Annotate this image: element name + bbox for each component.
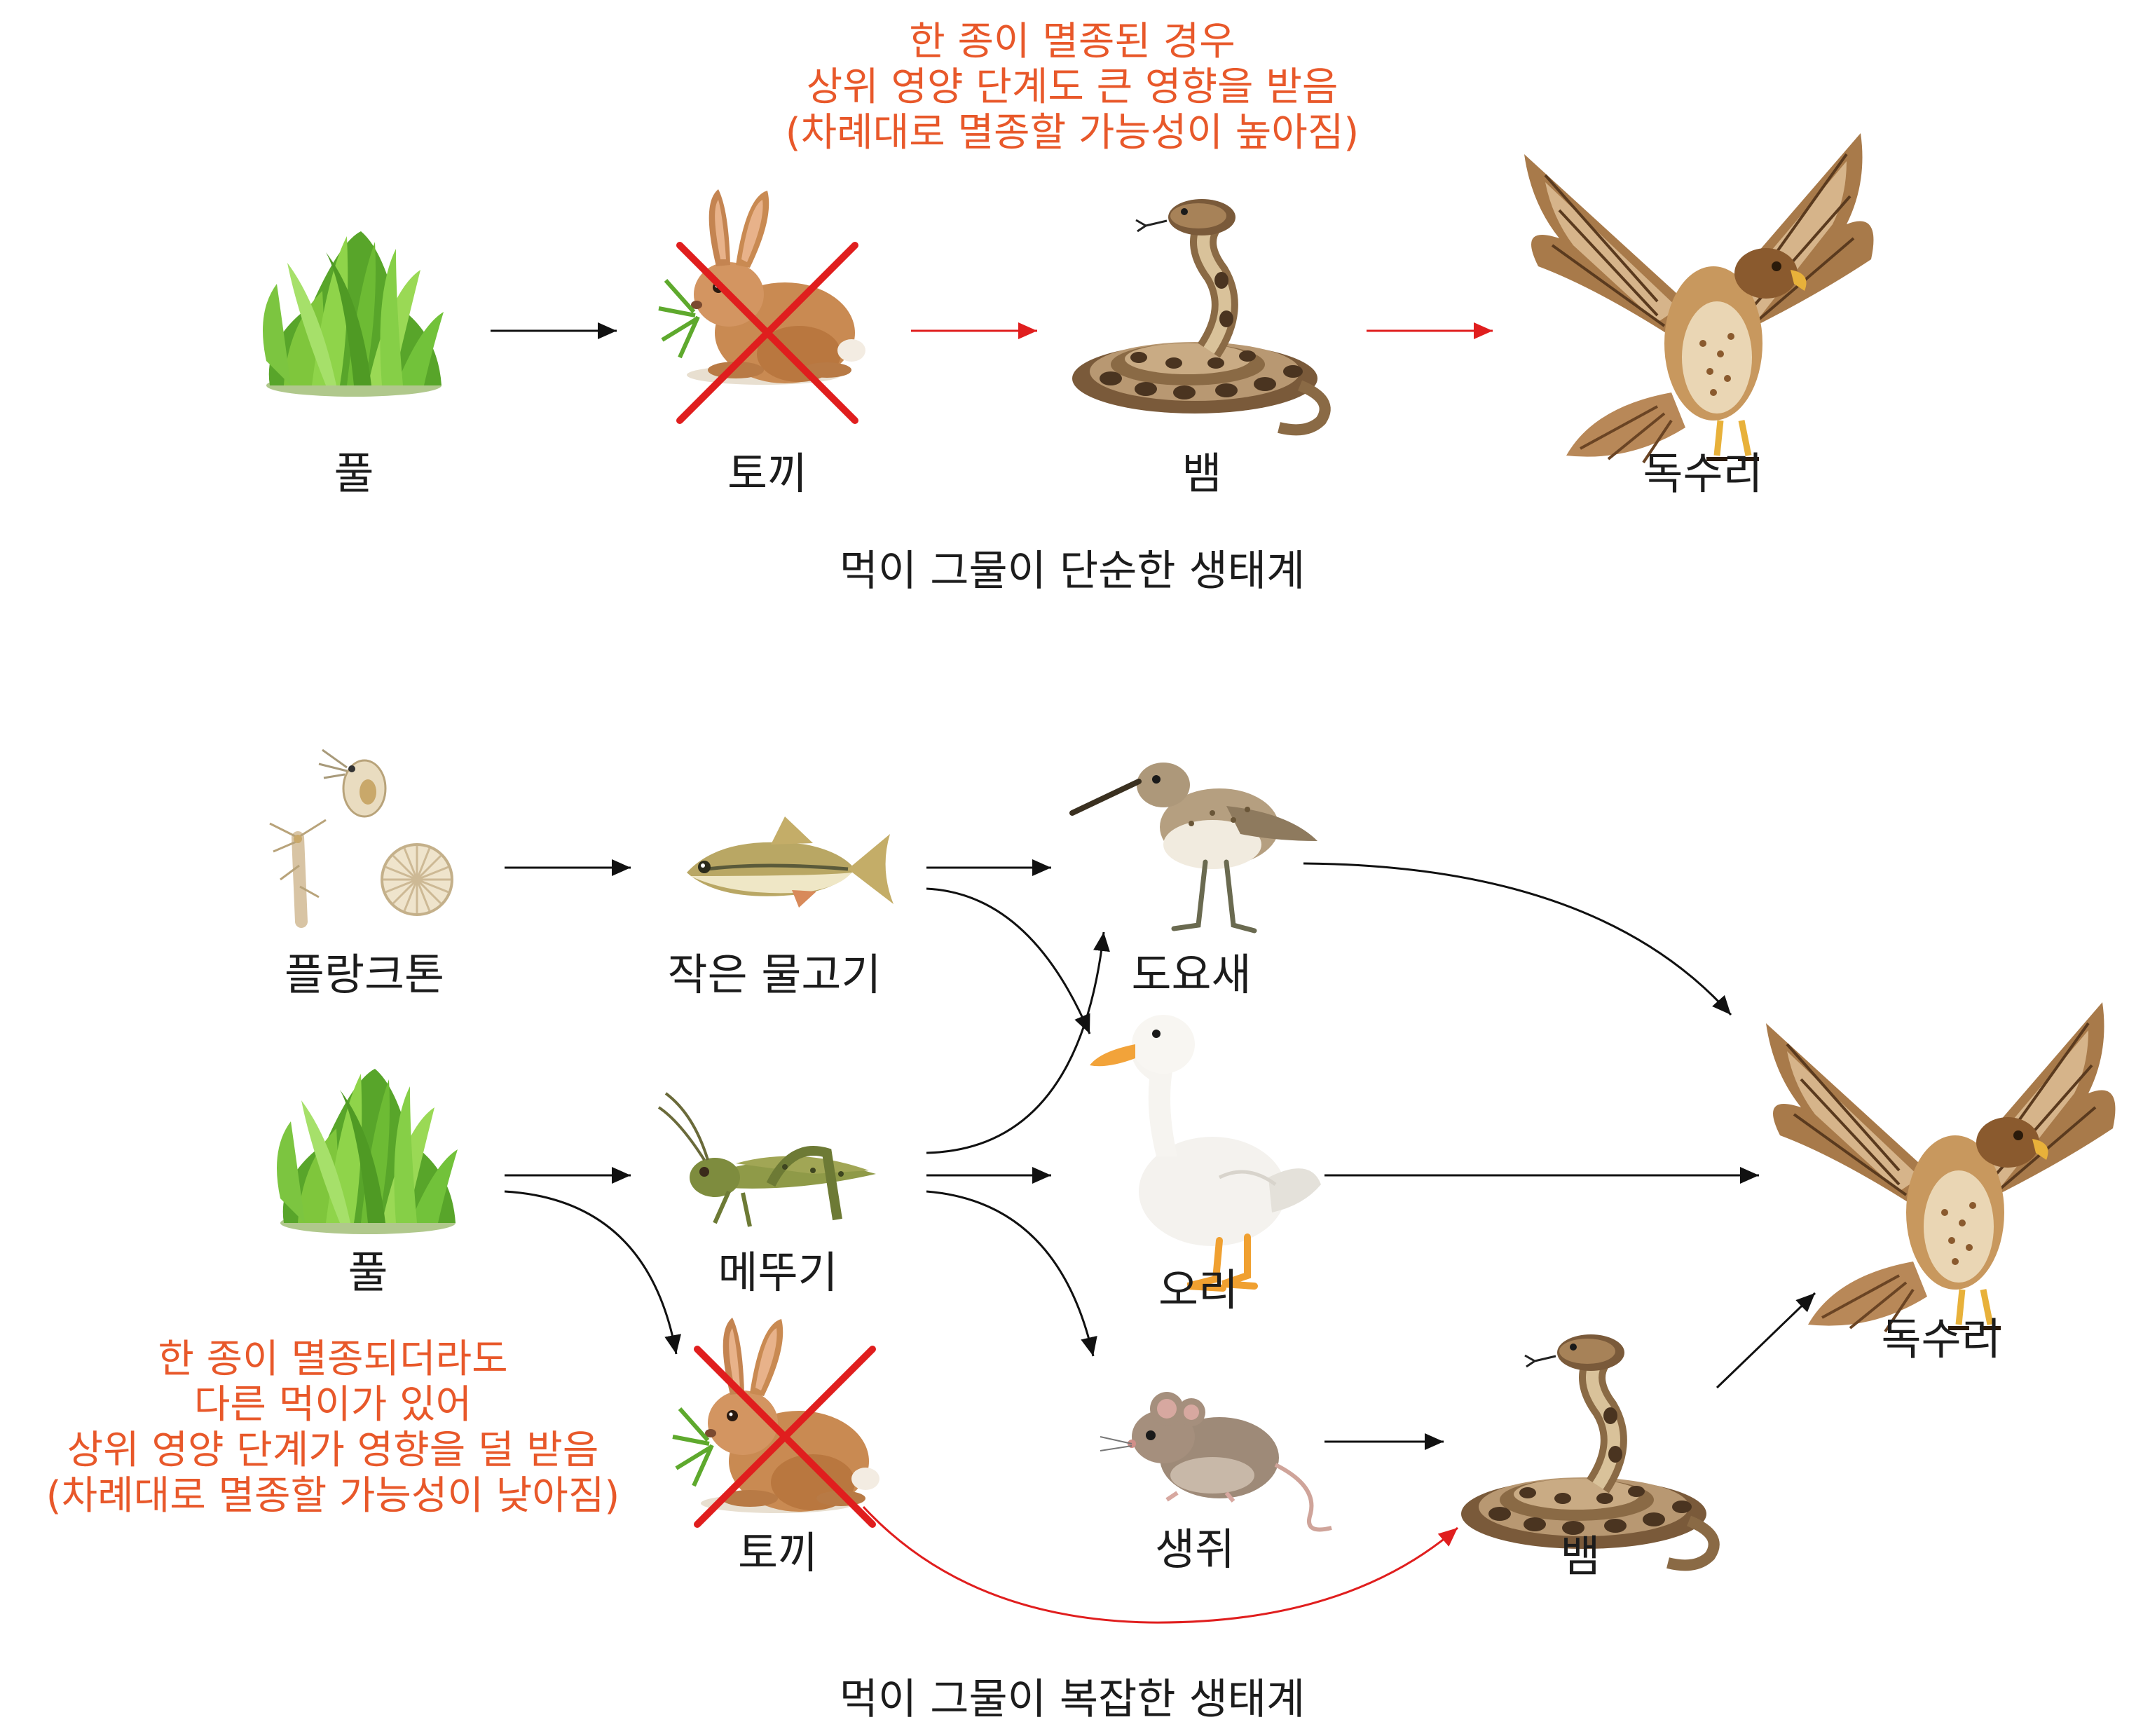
label-small-fish: 작은 물고기 [667, 949, 882, 1000]
arrow-grass-to-rabbit [504, 1190, 681, 1355]
label-rabbit-complex: 토끼 [737, 1527, 819, 1578]
label-grass-complex: 풀 [348, 1247, 388, 1298]
rabbit-icon [659, 189, 865, 385]
label-sandpiper: 도요새 [1131, 949, 1252, 1000]
note-line: 상위 영양 단계도 큰 영향을 받음 [806, 64, 1339, 110]
label-grasshopper: 메뚜기 [718, 1247, 838, 1298]
complex-web-note: 한 종이 멸종되더라도 다른 먹이가 있어 상위 영양 단계가 영향을 덜 받음… [46, 1337, 619, 1519]
arrow-grasshopper-to-mouse [926, 1190, 1097, 1357]
grasshopper-icon [659, 1093, 876, 1226]
arrow-grasshopper-to-sandpiper [926, 931, 1110, 1154]
mouse-icon [1100, 1392, 1332, 1530]
note-line: (차례대로 멸종할 가능성이 낮아짐) [46, 1472, 620, 1519]
label-snake: 뱀 [1182, 448, 1222, 499]
fish-icon [687, 816, 894, 908]
plankton-icon [270, 750, 452, 922]
note-line: 한 종이 멸종되더라도 [158, 1337, 508, 1382]
hawk-icon [1524, 133, 1873, 463]
label-grass: 풀 [334, 448, 374, 499]
grass-icon [263, 231, 444, 397]
label-rabbit: 토끼 [727, 448, 808, 499]
rabbit-icon [673, 1318, 879, 1513]
grass-icon [277, 1069, 458, 1234]
note-line: (차례대로 멸종할 가능성이 높아짐) [785, 109, 1360, 156]
label-plankton: 플랑크톤 [284, 949, 445, 1000]
label-duck: 오리 [1158, 1264, 1239, 1315]
hawk-icon [1766, 1002, 2115, 1332]
label-snake-complex: 뱀 [1560, 1531, 1601, 1582]
label-mouse: 생쥐 [1154, 1524, 1235, 1575]
complex-web-caption: 먹이 그물이 복잡한 생태계 [839, 1675, 1306, 1724]
note-line: 상위 영양 단계가 영향을 덜 받음 [67, 1427, 599, 1473]
note-line: 다른 먹이가 있어 [193, 1381, 472, 1428]
note-line: 한 종이 멸종된 경우 [909, 19, 1235, 64]
arrow-sandpiper-to-hawk [1303, 862, 1732, 1016]
duck-icon [1090, 1015, 1321, 1288]
arrow-fish-to-duck [926, 887, 1091, 1034]
label-hawk-complex: 독수리 [1881, 1313, 2001, 1365]
arrow-snake-to-hawk [1716, 1292, 1816, 1389]
label-hawk: 독수리 [1643, 448, 1763, 499]
simple-web-caption: 먹이 그물이 단순한 생태계 [839, 547, 1306, 596]
snake-icon [1072, 199, 1325, 430]
sandpiper-icon [1072, 763, 1317, 931]
arrow-rabbit-to-snake [862, 1505, 1458, 1624]
simple-web-note: 한 종이 멸종된 경우 상위 영양 단계도 큰 영향을 받음 (차례대로 멸종할… [785, 19, 1360, 156]
